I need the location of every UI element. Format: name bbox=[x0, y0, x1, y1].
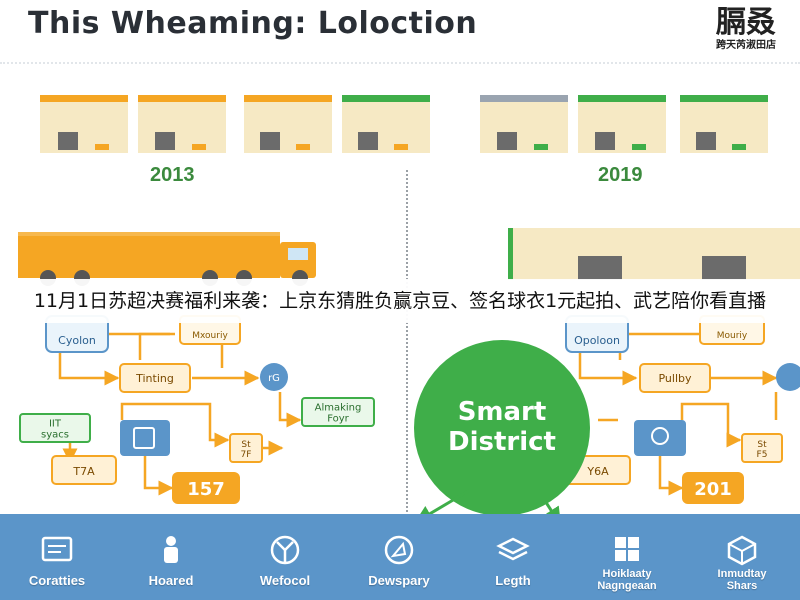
warehouse-icon bbox=[480, 95, 568, 153]
ya-node-label: Y6A bbox=[586, 465, 609, 478]
category-label: Hoiklaaty Nagngeaan bbox=[597, 568, 657, 592]
top-node-label: Mouriy bbox=[717, 331, 748, 341]
count-node: 201 bbox=[682, 472, 744, 504]
option-node-label: Opoloon bbox=[574, 334, 620, 347]
year-label-right: 2019 bbox=[598, 164, 643, 186]
warehouse-icon bbox=[244, 95, 332, 153]
target-icon bbox=[270, 535, 300, 565]
category-label: Dewspary bbox=[368, 573, 430, 588]
rg-node-label: rG bbox=[268, 373, 280, 384]
compass-icon bbox=[384, 535, 414, 565]
truck-icon bbox=[18, 232, 316, 286]
badge-line-1: Smart bbox=[458, 397, 547, 427]
ts-node-label: T7A bbox=[72, 465, 95, 478]
option-node: Opoloon bbox=[565, 315, 629, 353]
rg-node: rG bbox=[260, 363, 288, 391]
category-item[interactable]: Legth bbox=[456, 514, 570, 600]
page-title: This Wheaming: Loloction bbox=[28, 6, 478, 41]
panel-divider bbox=[406, 170, 408, 520]
left-flow-connectors bbox=[58, 332, 302, 496]
warehouse-icon bbox=[680, 95, 768, 153]
ts-node: T7A bbox=[51, 455, 117, 485]
warehouse-icon bbox=[342, 95, 430, 153]
category-item[interactable]: Dewspary bbox=[342, 514, 456, 600]
category-item[interactable]: Inmudtay Shars bbox=[684, 514, 800, 600]
count-node-label: 157 bbox=[187, 479, 225, 500]
distribution-center-icon bbox=[508, 228, 800, 280]
settings-node bbox=[776, 363, 800, 391]
count-node: 157 bbox=[172, 472, 240, 504]
badge-line-2: District bbox=[448, 427, 556, 457]
category-label: Wefocol bbox=[259, 573, 311, 588]
logo-subtitle: 跨天芮淑田店 bbox=[716, 40, 776, 51]
category-label: Coratties bbox=[28, 573, 86, 588]
year-label-left: 2013 bbox=[150, 164, 195, 186]
layers-icon bbox=[496, 537, 530, 561]
count-node-label: 201 bbox=[694, 479, 732, 500]
category-label: Legth bbox=[495, 573, 531, 588]
warehouse-icon bbox=[578, 95, 666, 153]
category-item[interactable]: Wefocol bbox=[228, 514, 342, 600]
warehouse-row-2019 bbox=[480, 95, 768, 153]
category-bar: Coratties Hoared Wefocol Dewspary Legth bbox=[0, 514, 800, 600]
grid-icon bbox=[615, 537, 639, 561]
warehouse-icon bbox=[40, 95, 128, 153]
logo-mark: 膈叒 bbox=[716, 6, 776, 39]
category-item[interactable]: Hoiklaaty Nagngeaan bbox=[570, 514, 684, 600]
category-label: Inmudtay Shars bbox=[717, 568, 767, 592]
header-divider bbox=[0, 62, 800, 64]
document-node bbox=[120, 420, 170, 456]
pullby-node: Pullby bbox=[639, 363, 711, 393]
category-item[interactable]: Coratties bbox=[0, 514, 114, 600]
document-icon bbox=[133, 427, 155, 449]
tinting-node-label: Tinting bbox=[135, 372, 174, 385]
robot-icon bbox=[651, 427, 669, 445]
warehouse-icon bbox=[138, 95, 226, 153]
top-node-label: Mxouriy bbox=[192, 331, 228, 341]
warehouse-row-2013 bbox=[40, 95, 430, 153]
option-node-label: Cyolon bbox=[58, 334, 96, 347]
category-label: Hoared bbox=[148, 573, 194, 588]
person-icon bbox=[164, 536, 178, 563]
tinting-node: Tinting bbox=[119, 363, 191, 393]
overlay-caption: 11月1日苏超决赛福利来袭：上京东猜胜负赢京豆、签名球衣1元起拍、武艺陪你看直播 bbox=[0, 279, 800, 323]
brand-logo: 膈叒 跨天芮淑田店 bbox=[702, 6, 790, 52]
pullby-node-label: Pullby bbox=[658, 372, 692, 385]
smart-district-badge: Smart District bbox=[414, 340, 590, 526]
cube-icon bbox=[727, 535, 757, 566]
robot-node bbox=[634, 420, 686, 456]
category-item[interactable]: Hoared bbox=[114, 514, 228, 600]
document-icon bbox=[41, 536, 73, 562]
